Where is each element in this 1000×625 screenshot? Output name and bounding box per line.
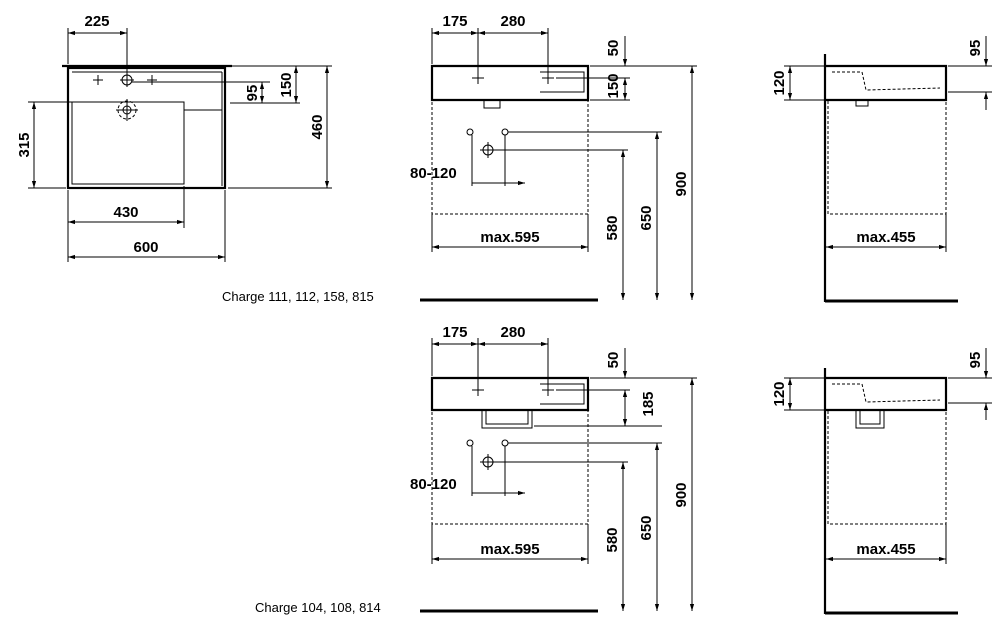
side-view-bottom: 95 120 max.455 xyxy=(771,348,992,615)
dim-185: 185 xyxy=(640,391,657,416)
dim-150: 150 xyxy=(605,73,622,98)
basin-front xyxy=(430,64,590,102)
tap-hole-icon xyxy=(472,72,554,84)
basin-side xyxy=(825,64,948,102)
charge-label: Charge 104, 108, 814 xyxy=(255,600,381,615)
tap-hole-right-icon xyxy=(147,75,157,85)
dim-150: 150 xyxy=(278,72,295,97)
side-view-top: 95 120 max.455 xyxy=(771,36,992,303)
dim-max455: max.455 xyxy=(856,229,915,246)
tap-hole-icon xyxy=(472,384,554,396)
dim-580: 580 xyxy=(604,215,621,240)
dim-650: 650 xyxy=(638,205,655,230)
dim-max595: max.595 xyxy=(480,229,539,246)
tap-hole-left-icon xyxy=(93,75,103,85)
cabinet-outline xyxy=(431,99,589,215)
dim-80-120: 80-120 xyxy=(410,476,457,493)
front-view-bottom: 175 280 50 185 80-120 580 650 900 max.59… xyxy=(255,324,697,615)
tap-hole-icon xyxy=(120,73,134,87)
dim-460: 460 xyxy=(309,114,326,139)
dim-280: 280 xyxy=(500,324,525,341)
dim-95: 95 xyxy=(967,352,984,369)
dim-120: 120 xyxy=(771,381,788,406)
dim-580: 580 xyxy=(604,527,621,552)
basin-outline xyxy=(66,66,227,190)
cabinet-outline xyxy=(827,409,947,525)
dim-430: 430 xyxy=(113,204,138,221)
dim-50: 50 xyxy=(605,40,622,57)
dim-95: 95 xyxy=(967,40,984,57)
dim-225: 225 xyxy=(84,13,109,30)
top-view: 225 150 95 460 315 430 600 xyxy=(16,13,332,262)
cabinet-outline xyxy=(431,409,589,525)
dim-max595: max.595 xyxy=(480,541,539,558)
water-connection-icon xyxy=(466,128,509,158)
dim-600: 600 xyxy=(133,239,158,256)
dim-95: 95 xyxy=(244,85,261,102)
cabinet-outline xyxy=(827,99,947,215)
water-connection-icon xyxy=(466,439,509,470)
dim-80-120: 80-120 xyxy=(410,165,457,182)
dim-175: 175 xyxy=(442,13,467,30)
dim-50: 50 xyxy=(605,352,622,369)
dim-900: 900 xyxy=(673,482,690,507)
dim-max455: max.455 xyxy=(856,541,915,558)
dim-175: 175 xyxy=(442,324,467,341)
dim-650: 650 xyxy=(638,515,655,540)
basin-front xyxy=(430,376,590,412)
dim-280: 280 xyxy=(500,13,525,30)
dim-120: 120 xyxy=(771,70,788,95)
dim-315: 315 xyxy=(16,132,33,157)
dim-900: 900 xyxy=(673,171,690,196)
front-view-top: 175 280 50 150 80-120 580 650 900 max.59… xyxy=(222,13,697,304)
basin-side xyxy=(825,376,948,412)
charge-label: Charge 111, 112, 158, 815 xyxy=(222,289,374,304)
drain-icon xyxy=(116,99,138,121)
